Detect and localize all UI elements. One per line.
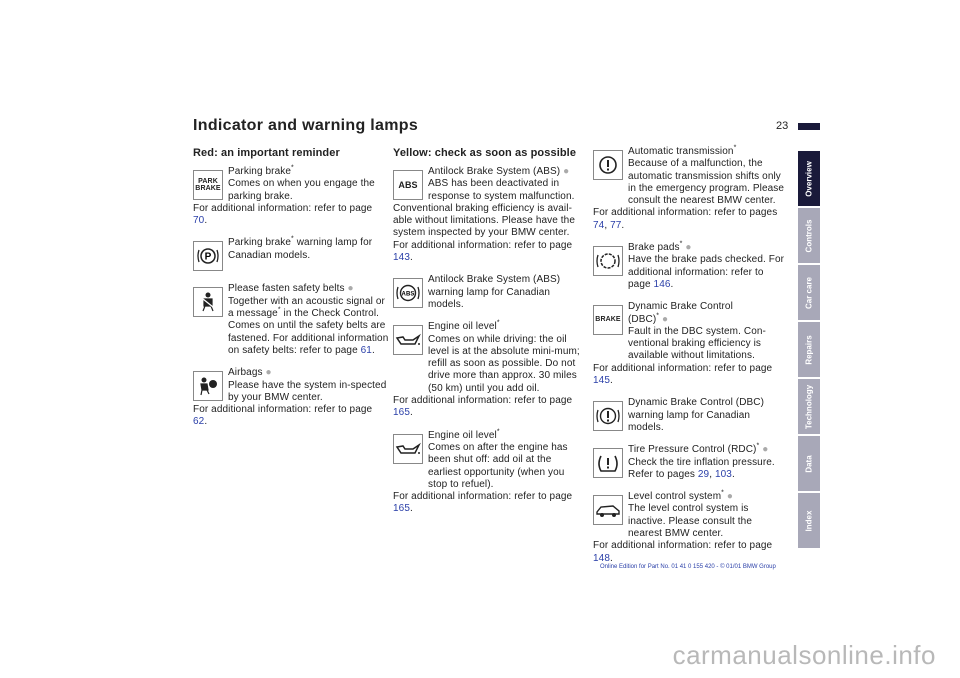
svg-text:P: P — [205, 252, 212, 263]
entry-level-control: Level control system* ● The level contro… — [593, 489, 773, 564]
section-tabs: Overview Controls Car care Repairs Techn… — [798, 151, 820, 550]
page-link-146[interactable]: 146 — [653, 278, 671, 290]
entry-automatic-transmission: Automatic transmission* Because of a mal… — [593, 144, 785, 231]
entry-brake-pads: Brake pads* ● Have the brake pads checke… — [593, 241, 787, 291]
page-link-103[interactable]: 103 — [714, 468, 732, 480]
page-link-61[interactable]: 61 — [360, 344, 372, 356]
tab-controls[interactable]: Controls — [798, 208, 820, 263]
page-link-145[interactable]: 145 — [593, 375, 610, 387]
tab-overview[interactable]: Overview — [798, 151, 820, 206]
tab-index[interactable]: Index — [798, 493, 820, 548]
page-link-29[interactable]: 29 — [697, 468, 710, 480]
entry-dbc: BRAKE Dynamic Brake Control (DBC)* ● Fau… — [593, 301, 773, 387]
column-3: Automatic transmission* Because of a mal… — [593, 144, 787, 575]
brake-pads-icon — [593, 246, 623, 277]
entry-parking-brake-canada: P Parking brake* warning lamp for Canadi… — [193, 236, 389, 273]
entry-safety-belts: Please fasten safety belts ● Together wi… — [193, 283, 389, 357]
entry-engine-oil-2: Engine oil level* Comes on after the eng… — [393, 428, 573, 515]
page-link-62[interactable]: 62 — [193, 416, 205, 428]
oil-can-icon — [393, 433, 423, 464]
brake-text-icon: BRAKE — [593, 305, 623, 336]
page-link-165-b[interactable]: 165 — [393, 503, 410, 515]
page-number-bar — [798, 123, 820, 130]
page-link-74[interactable]: 74 — [593, 219, 605, 231]
level-control-icon — [593, 495, 623, 526]
column-red: Red: an important reminder PARK BRAKE Pa… — [193, 146, 389, 439]
entry-engine-oil-1: Engine oil level* Comes on while driving… — [393, 319, 580, 419]
page-number: 23 — [776, 120, 789, 132]
transmission-warning-icon — [593, 150, 623, 180]
oil-can-icon — [393, 325, 423, 356]
page-link-143[interactable]: 143 — [393, 252, 410, 264]
tab-car-care[interactable]: Car care — [798, 265, 820, 320]
entry-abs: ABS Antilock Brake System (ABS) ● ABS ha… — [393, 166, 575, 264]
entry-abs-canada: ABS Antilock Brake System (ABS) warning … — [393, 274, 585, 311]
entry-tire-pressure: Tire Pressure Control (RDC)* ● Check the… — [593, 443, 787, 481]
section-heading-yellow: Yellow: check as soon as possible — [393, 147, 577, 159]
abs-circle-icon: ABS — [393, 278, 423, 309]
entry-airbags: Airbags ● Please have the system in-spec… — [193, 367, 387, 428]
tab-data[interactable]: Data — [798, 436, 820, 491]
page-title: Indicator and warning lamps — [193, 117, 419, 134]
page-link-77[interactable]: 77 — [610, 219, 622, 231]
entry-dbc-canada: Dynamic Brake Control (DBC) warning lamp… — [593, 397, 787, 434]
page-link-165-a[interactable]: 165 — [393, 407, 410, 419]
watermark: carmanualsonline.info — [672, 640, 936, 670]
tab-repairs[interactable]: Repairs — [798, 322, 820, 377]
svg-text:ABS: ABS — [402, 292, 415, 298]
column-yellow: Yellow: check as soon as possible ABS An… — [393, 146, 585, 526]
airbag-icon — [193, 371, 223, 402]
parking-brake-p-icon: P — [193, 241, 223, 272]
page-link-70[interactable]: 70 — [193, 215, 205, 227]
entry-parking-brake: PARK BRAKE Parking brake* Comes on when … — [193, 164, 375, 227]
seatbelt-icon — [193, 287, 223, 318]
park-brake-icon: PARK BRAKE — [193, 170, 223, 200]
tab-technology[interactable]: Technology — [798, 379, 820, 434]
tire-pressure-icon — [593, 448, 623, 479]
section-heading-red: Red: an important reminder — [193, 147, 340, 159]
dbc-warning-icon — [593, 401, 623, 432]
page-link-148[interactable]: 148 — [593, 552, 610, 564]
abs-icon: ABS — [393, 170, 423, 200]
footer-edition: Online Edition for Part No. 01 41 0 155 … — [600, 564, 776, 570]
